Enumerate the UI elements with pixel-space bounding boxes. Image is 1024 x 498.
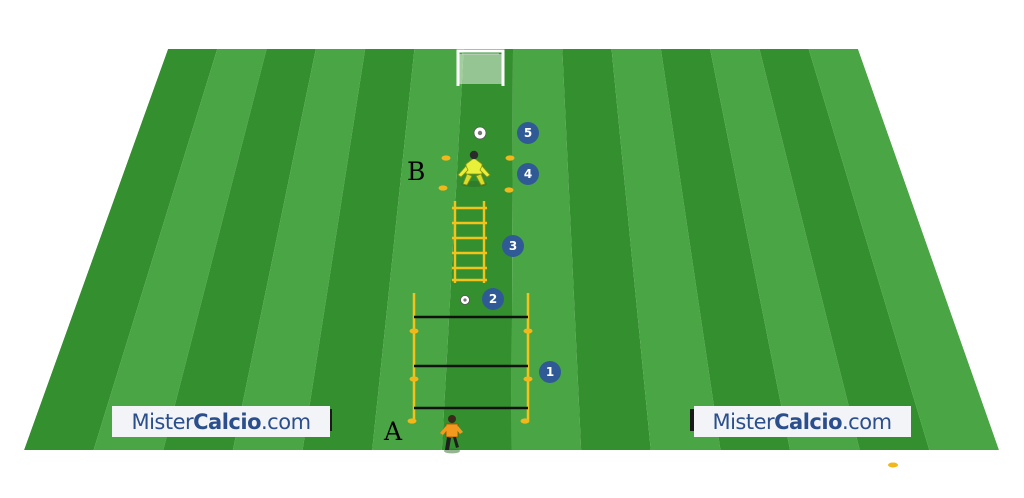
goalkeeper-icon bbox=[457, 150, 491, 187]
banner-brand: MisterCalcio.com bbox=[131, 410, 310, 434]
cone-icon bbox=[504, 187, 514, 193]
cone-icon bbox=[523, 328, 533, 334]
agility-ladder-icon bbox=[452, 201, 487, 283]
station-badge: 5 bbox=[517, 122, 539, 144]
cone-icon bbox=[409, 328, 419, 334]
cones bbox=[407, 155, 533, 424]
keeper-label: B bbox=[407, 157, 425, 186]
station-badge: 2 bbox=[482, 288, 504, 310]
sponsor-banner: MisterCalcio.com bbox=[690, 406, 911, 437]
pitch-stripe bbox=[163, 49, 316, 450]
ball-icon bbox=[473, 126, 487, 140]
station-number: 2 bbox=[489, 292, 497, 306]
station-number: 3 bbox=[509, 239, 517, 253]
player-label: A bbox=[383, 417, 403, 446]
station-badge: 1 bbox=[539, 361, 561, 383]
pitch-stripe bbox=[759, 49, 930, 450]
pitch bbox=[24, 49, 999, 450]
pitch-stripe bbox=[441, 49, 513, 450]
cone-icon bbox=[888, 462, 898, 468]
ball-icon bbox=[460, 295, 470, 305]
station-badge: 4 bbox=[517, 163, 539, 185]
pitch-stripe bbox=[232, 49, 366, 450]
cone-icon bbox=[523, 376, 533, 382]
cone-icon bbox=[438, 185, 448, 191]
hurdles bbox=[412, 293, 530, 420]
pitch-stripe bbox=[93, 49, 267, 450]
cone-icon bbox=[441, 155, 451, 161]
station-number: 5 bbox=[524, 126, 532, 140]
pitch-stripe bbox=[808, 49, 999, 450]
cone-icon bbox=[407, 418, 417, 424]
station-number: 1 bbox=[546, 365, 554, 379]
pitch-stripe bbox=[611, 49, 721, 450]
cone-icon bbox=[505, 155, 515, 161]
goal-icon bbox=[456, 49, 505, 86]
banner-brand: MisterCalcio.com bbox=[712, 410, 891, 434]
pitch-stripe bbox=[372, 49, 464, 450]
pitch-stripe bbox=[562, 49, 651, 450]
station-number: 4 bbox=[524, 167, 532, 181]
pitch-stripe bbox=[302, 49, 415, 450]
pitch-stripe bbox=[24, 49, 218, 450]
pitch-stripes bbox=[24, 49, 999, 450]
player-icon bbox=[440, 415, 463, 454]
pitch-stripe bbox=[710, 49, 860, 450]
cone-icon bbox=[409, 376, 419, 382]
cone-icon bbox=[520, 418, 530, 424]
station-badge: 3 bbox=[502, 235, 524, 257]
sponsor-banner: MisterCalcio.com bbox=[112, 406, 332, 437]
pitch-stripe bbox=[660, 49, 791, 450]
